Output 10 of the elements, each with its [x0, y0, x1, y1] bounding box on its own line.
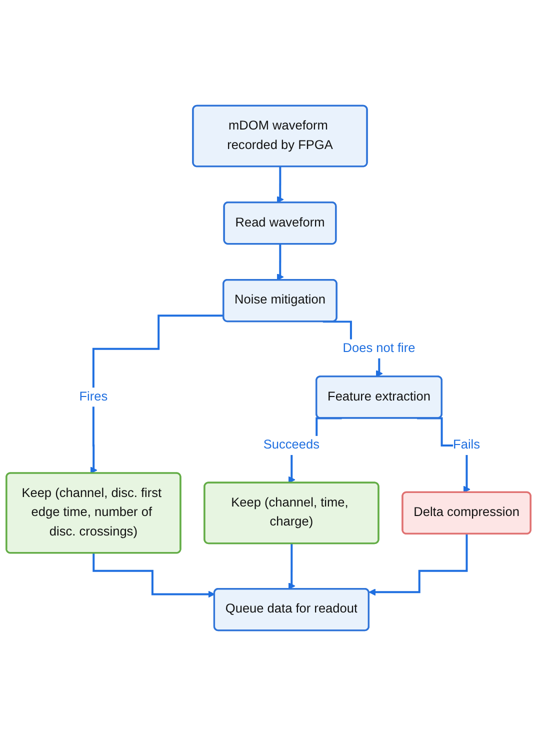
arrow	[92, 552, 215, 598]
edge-label: Succeeds	[263, 438, 320, 452]
arrow	[276, 243, 284, 280]
edge-label: Fires	[79, 390, 108, 404]
edge-label: Does not fire	[342, 342, 416, 356]
arrow	[368, 533, 468, 596]
arrow	[288, 542, 296, 590]
edge-label: Fails	[453, 438, 480, 452]
arrow	[90, 314, 224, 474]
arrow	[276, 166, 284, 204]
